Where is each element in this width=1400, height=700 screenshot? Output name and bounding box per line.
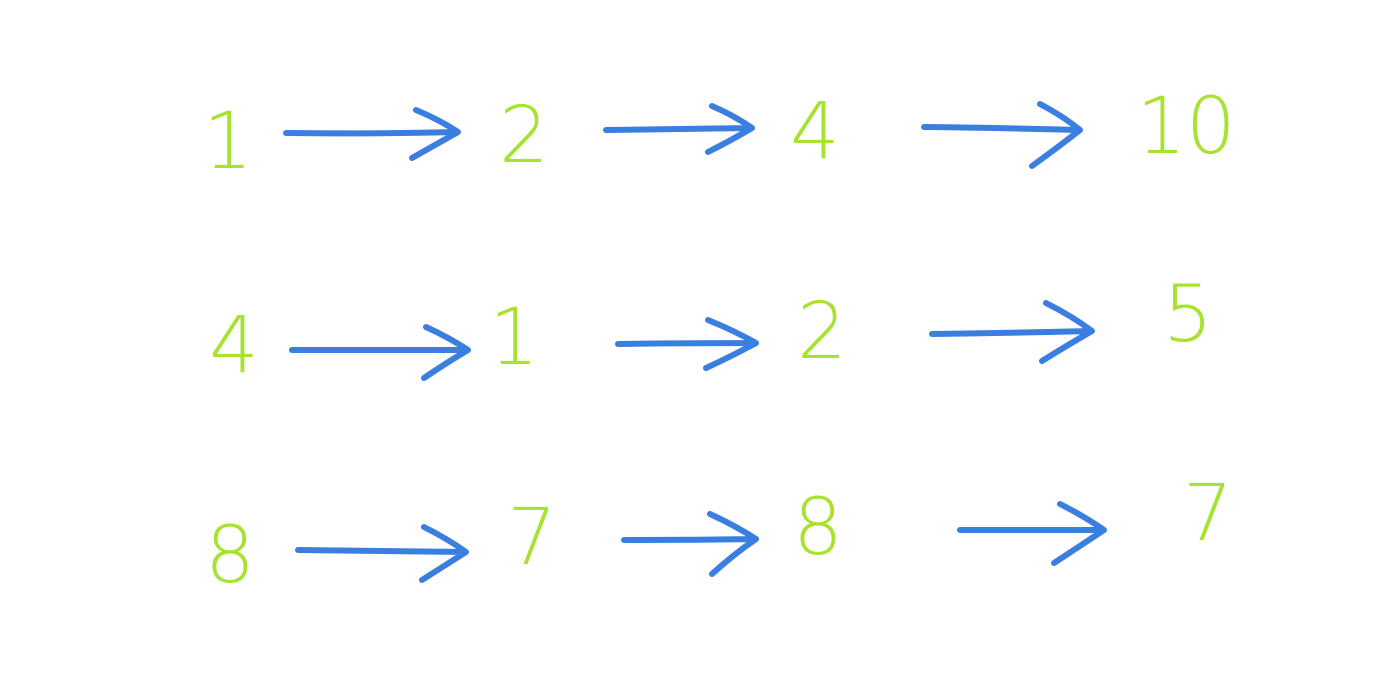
row-2-value-4: 5 — [1163, 270, 1213, 360]
row-2-value-1: 4 — [209, 301, 259, 391]
arrow-icon — [615, 317, 759, 371]
row-1-value-2: 2 — [499, 91, 549, 181]
arrow-icon — [603, 103, 755, 155]
arrow-icon — [621, 511, 759, 577]
arrow-icon — [929, 300, 1095, 364]
row-2-value-3: 2 — [797, 287, 847, 377]
row-3-value-1: 8 — [205, 511, 255, 601]
row-3-value-3: 8 — [793, 483, 843, 573]
row-1-value-4: 10 — [1136, 82, 1235, 172]
row-3-value-4: 7 — [1183, 469, 1233, 559]
row-2-value-2: 1 — [489, 293, 539, 383]
arrow-icon — [957, 501, 1107, 566]
arrow-icon — [295, 524, 469, 583]
row-1-value-1: 1 — [203, 97, 253, 187]
arrow-icon — [921, 101, 1083, 169]
row-1: 1 2 4 10 — [203, 82, 1235, 187]
arrow-icon — [289, 324, 471, 381]
arrow-icon — [283, 107, 461, 161]
row-2: 4 1 2 5 — [209, 270, 1213, 391]
row-1-value-3: 4 — [790, 87, 840, 177]
row-3: 8 7 8 7 — [205, 469, 1233, 601]
row-3-value-2: 7 — [507, 493, 557, 583]
